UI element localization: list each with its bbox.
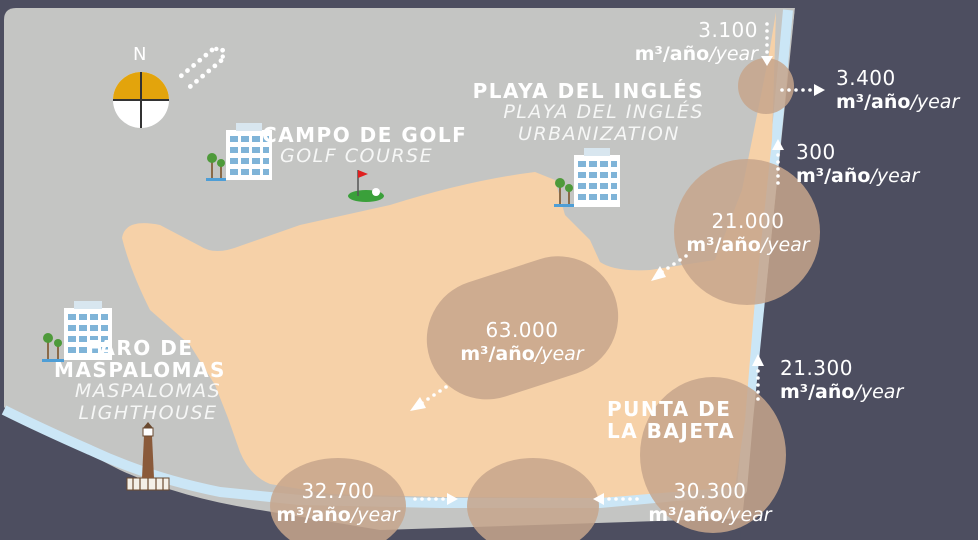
flow-circle-63000	[426, 256, 619, 400]
compass-rose-icon	[113, 72, 169, 128]
flow-label-3400: 3.400 m³/año/year	[836, 66, 959, 115]
hotel-icon	[64, 301, 112, 360]
flow-value: 21.000	[711, 209, 785, 233]
flow-value: 30.300	[673, 479, 747, 503]
flow-unit: m³/año	[634, 43, 710, 65]
sediment-flow-arrow-icon	[413, 493, 458, 505]
lighthouse-icon	[126, 422, 170, 491]
place-playa-del-ingles-sub1: PLAYA DEL INGLÉS	[503, 101, 704, 123]
flow-unit: m³/año	[686, 234, 761, 256]
palm-tree-icon	[206, 153, 226, 181]
sediment-flow-arrow-icon	[780, 84, 825, 96]
flow-label-63000: 63.000 m³/año/year	[434, 318, 610, 367]
flow-label-300: 300 m³/año/year	[796, 140, 919, 189]
flow-year: /year	[760, 234, 810, 256]
flow-unit: m³/año	[276, 504, 351, 526]
flow-circle-21000	[674, 159, 820, 305]
sea-area	[0, 405, 760, 540]
flow-label-21300: 21.300 m³/año/year	[780, 356, 903, 405]
flow-unit: m³/año	[460, 343, 535, 365]
flow-circles	[270, 58, 820, 540]
place-playa-del-ingles-sub2: URBANIZATION	[518, 123, 680, 145]
place-punta-name2: LA BAJETA	[607, 419, 736, 443]
flow-year: /year	[722, 504, 772, 526]
golf-flag-icon	[348, 170, 384, 202]
flow-year: /year	[910, 91, 960, 113]
compass-label: N	[133, 44, 148, 65]
flow-circle-32700	[270, 458, 406, 540]
flow-value: 3.400	[836, 66, 896, 90]
flow-value: 21.300	[780, 356, 853, 380]
flow-unit: m³/año	[836, 91, 911, 113]
flow-label-32700: 32.700 m³/año/year	[250, 479, 426, 528]
place-faro-sub1: MASPALOMAS	[74, 380, 222, 402]
place-faro-sub2: LIGHTHOUSE	[78, 402, 218, 424]
palm-tree-icon	[554, 178, 574, 207]
flow-value: 63.000	[485, 318, 559, 342]
sediment-flow-arrow-icon	[772, 139, 784, 185]
flow-label-3100: 3.100 m³/año/year	[600, 18, 758, 67]
hotel-icon	[226, 123, 272, 180]
flow-circle-mid	[467, 458, 599, 540]
hotel-icon	[574, 148, 620, 207]
flow-circle-3400	[738, 58, 794, 114]
flow-year: /year	[350, 504, 400, 526]
flow-year: /year	[854, 381, 904, 403]
flow-label-30300: 30.300 m³/año/year	[622, 479, 798, 528]
flow-unit: m³/año	[648, 504, 723, 526]
place-faro-name1: FARO DE	[86, 336, 194, 360]
flow-year: /year	[534, 343, 584, 365]
flow-value: 300	[796, 140, 836, 164]
sediment-flow-arrow-icon	[761, 22, 773, 66]
place-campo-de-golf-sub: GOLF COURSE	[280, 145, 434, 167]
flow-unit: m³/año	[796, 165, 871, 187]
flow-unit: m³/año	[780, 381, 855, 403]
sediment-flow-arrow-icon	[752, 354, 764, 401]
flow-year: /year	[709, 43, 758, 65]
sediment-flow-arrow-icon	[410, 385, 448, 411]
place-playa-del-ingles: PLAYA DEL INGLÉS	[472, 79, 704, 103]
palm-tree-icon	[42, 333, 64, 362]
flow-year: /year	[870, 165, 920, 187]
sediment-flow-arrow-icon	[593, 493, 639, 505]
place-faro-name2: MASPALOMAS	[54, 358, 226, 382]
sediment-flow-arrow-icon	[651, 254, 688, 281]
wind-arrow-icon	[178, 46, 226, 89]
sea-area-right	[740, 8, 978, 540]
flow-circle-30300	[640, 377, 786, 533]
place-punta-name1: PUNTA DE	[607, 397, 732, 421]
flow-label-21000: 21.000 m³/año/year	[660, 209, 836, 258]
place-campo-de-golf: CAMPO DE GOLF	[262, 123, 468, 147]
sediment-flow-arrows	[410, 22, 825, 505]
flow-value: 32.700	[301, 479, 375, 503]
flow-value: 3.100	[698, 18, 758, 42]
sand-dunes	[122, 12, 776, 498]
